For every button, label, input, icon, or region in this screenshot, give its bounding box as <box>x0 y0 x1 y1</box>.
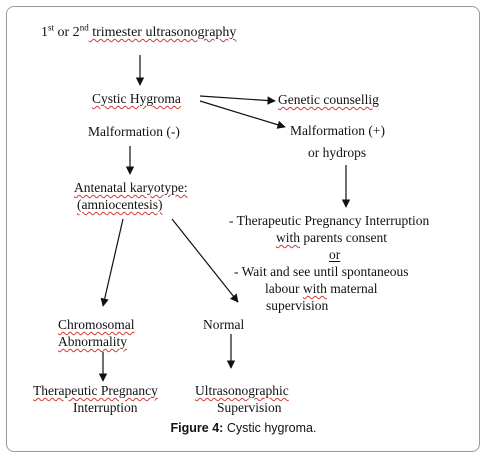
wait-line2: labour with maternal <box>265 281 378 296</box>
caption-label: Figure 4: <box>170 421 224 435</box>
tpi-right-line2: with parents consent <box>276 230 387 245</box>
us-line1: Ultrasonographic <box>195 383 289 398</box>
wait-maternal: maternal <box>326 281 378 296</box>
tpi-right-consent: parents consent <box>300 230 387 245</box>
tpi-right-with: with <box>276 230 301 245</box>
karyotype-node-line1: Antenatal karyotype: <box>74 180 188 195</box>
wait-line3: supervision <box>266 298 329 313</box>
tpi-right-line1: - Therapeutic Pregnancy Interruption <box>229 213 430 228</box>
malformation-negative-node: Malformation (-) <box>88 124 180 139</box>
top-node-post: trimester ultrasonography <box>88 25 237 40</box>
tpi-left-line1: Therapeutic Pregnancy <box>33 383 158 398</box>
tpi-left-line2: Interruption <box>73 400 138 415</box>
or-label: or <box>329 247 341 262</box>
us-line2: Supervision <box>217 400 282 415</box>
arrow-karyo-to-chrom <box>100 218 124 307</box>
top-node-sup2: nd <box>79 22 89 33</box>
chromosomal-line1: Chromosomal <box>58 317 135 332</box>
wait-labour: labour <box>265 281 303 296</box>
chromosomal-line2: Abnormality <box>58 334 127 349</box>
malformation-positive-node: Malformation (+) <box>290 123 385 138</box>
arrow-cystic-to-genetic <box>199 95 276 105</box>
arrow-karyo-to-normal <box>171 218 239 303</box>
hydrops-node: or hydrops <box>308 145 367 160</box>
genetic-counselling-node: Genetic counsellig <box>278 92 379 107</box>
cystic-hygroma-node: Cystic Hygroma <box>92 91 181 106</box>
wait-line1: - Wait and see until spontaneous <box>234 264 409 279</box>
figure-caption: Figure 4: Cystic hygroma. <box>0 421 487 435</box>
caption-text: Cystic hygroma. <box>223 421 317 435</box>
top-node-mid: or 2 <box>54 25 80 40</box>
arrow-cystic-to-malf-pos <box>199 100 286 129</box>
top-node-pre: 1 <box>41 25 48 40</box>
figure-frame <box>6 6 480 452</box>
karyotype-node-line2: (amniocentesis) <box>77 197 163 212</box>
wait-with: with <box>302 281 327 296</box>
normal-node: Normal <box>203 317 245 332</box>
top-node-sup1: st <box>48 22 55 33</box>
top-node: 1st or 2nd trimester ultrasonography <box>41 22 237 40</box>
